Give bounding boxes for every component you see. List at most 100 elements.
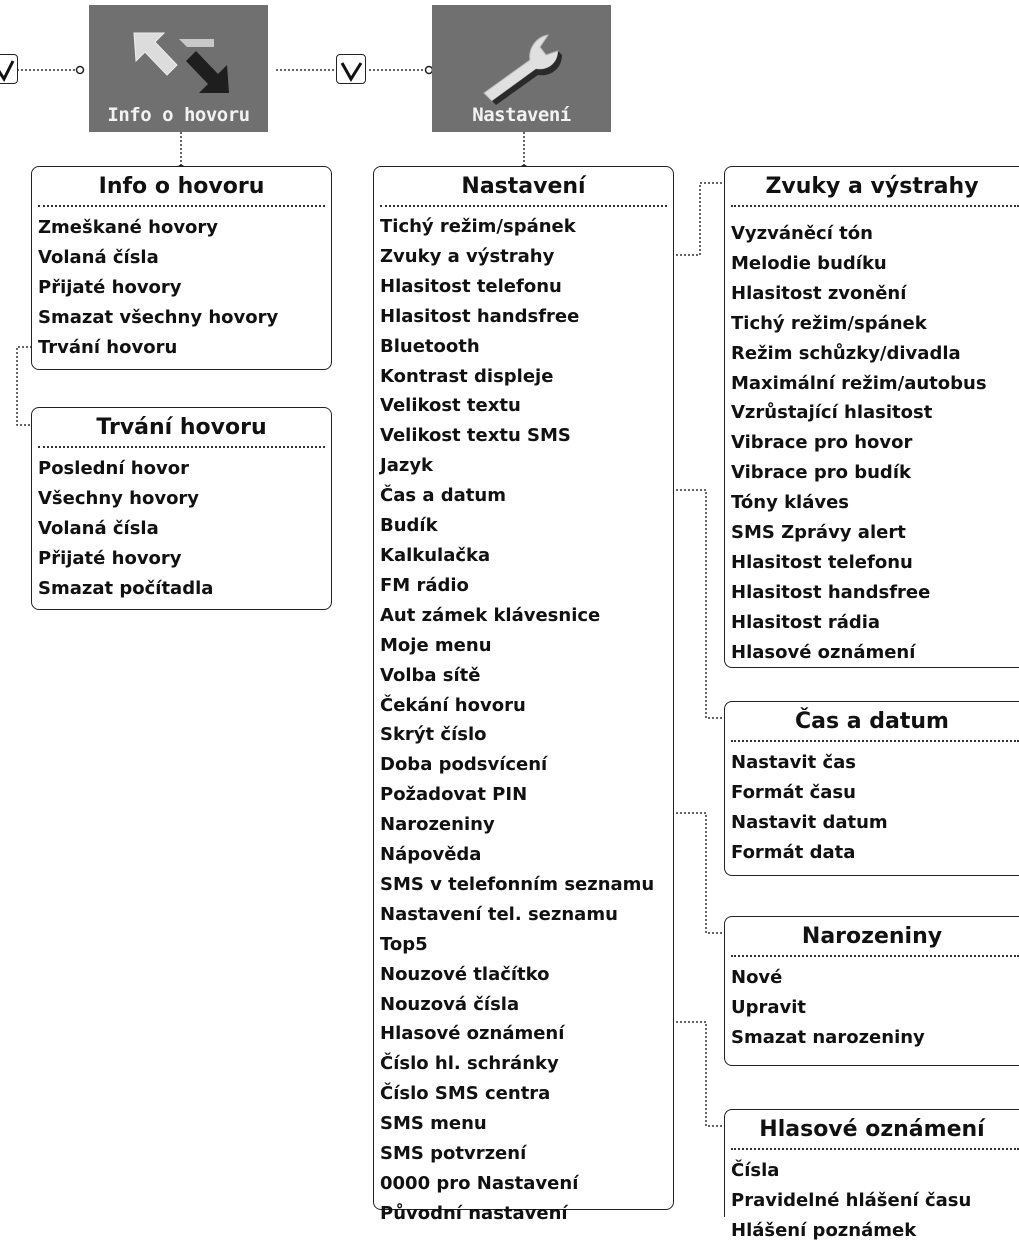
menu-item[interactable]: Melodie budíku <box>731 252 887 274</box>
menu-item[interactable]: Tichý režim/spánek <box>380 216 576 237</box>
menu-item[interactable]: SMS menu <box>380 1113 487 1135</box>
menu-item[interactable]: Vibrace pro budík <box>731 462 911 484</box>
menu-item[interactable]: Kalkulačka <box>380 544 491 566</box>
wrench-icon <box>483 34 562 105</box>
menu-item[interactable]: Skrýt číslo <box>380 724 487 746</box>
menu-item[interactable]: Nouzové tlačítko <box>380 963 550 985</box>
menu-item[interactable]: Požadovat PIN <box>380 784 528 806</box>
menu-item[interactable]: Pravidelné hlášení času <box>731 1189 972 1211</box>
menu-item[interactable]: SMS Zprávy alert <box>731 522 906 544</box>
settings-tile-label: Nastavení <box>472 104 571 126</box>
menu-item[interactable]: Nastavit datum <box>731 811 888 833</box>
menu-item[interactable]: Nové <box>731 967 783 988</box>
menu-item[interactable]: Čekání hovoru <box>380 694 526 716</box>
menu-item[interactable]: Aut zámek klávesnice <box>380 604 601 626</box>
checkmark-icon <box>0 60 15 83</box>
divider <box>38 205 325 207</box>
menu-item[interactable]: Upravit <box>731 996 807 1018</box>
checkmark-icon <box>340 62 363 82</box>
menu-item[interactable]: Čas a datum <box>380 485 506 507</box>
menu-item[interactable]: Hlasitost zvonění <box>731 282 907 304</box>
menu-item[interactable]: Vzrůstající hlasitost <box>731 402 933 424</box>
menu-item[interactable]: Čísla <box>731 1160 780 1181</box>
menu-item[interactable]: Vibrace pro hovor <box>731 432 913 454</box>
menu-item[interactable]: Formát data <box>731 841 856 863</box>
check-box-middle[interactable] <box>336 54 366 84</box>
menu-item[interactable]: Jazyk <box>380 455 434 477</box>
divider <box>731 740 1019 742</box>
menu-item[interactable]: Trvání hovoru <box>38 336 178 358</box>
panel-info-o-hovoru: Info o hovoru Zmeškané hovory Volaná čís… <box>31 166 332 370</box>
menu-item[interactable]: Režim schůzky/divadla <box>731 342 961 364</box>
info-tile[interactable]: Info o hovoru <box>89 5 268 132</box>
menu-item[interactable]: SMS v telefonním seznamu <box>380 873 655 895</box>
menu-item[interactable]: Velikost textu <box>380 395 521 417</box>
menu-item[interactable]: Formát času <box>731 781 856 803</box>
menu-item[interactable]: Zvuky a výstrahy <box>380 245 555 267</box>
menu-item[interactable]: Moje menu <box>380 634 492 656</box>
menu-item[interactable]: Hlasitost handsfree <box>380 305 580 327</box>
menu-item[interactable]: Vyzváněcí tón <box>731 223 873 244</box>
menu-item[interactable]: Číslo SMS centra <box>380 1083 551 1105</box>
menu-item[interactable]: Narozeniny <box>380 814 495 836</box>
panel-cas-a-datum: Čas a datum Nastavit čas Formát času Nas… <box>724 701 1019 876</box>
menu-item[interactable]: Tóny kláves <box>731 492 850 514</box>
menu-item[interactable]: Přijaté hovory <box>38 276 182 298</box>
divider <box>731 205 1019 207</box>
menu-item[interactable]: Smazat počítadla <box>38 577 214 599</box>
menu-item[interactable]: Poslední hovor <box>38 458 189 479</box>
panel-nastaveni: Nastavení Tichý režim/spánek Zvuky a výs… <box>373 166 674 1224</box>
panel-title: Čas a datum <box>795 709 949 734</box>
menu-item[interactable]: Hlasitost handsfree <box>731 581 931 603</box>
panel-title: Narozeniny <box>801 924 943 949</box>
divider <box>38 446 325 448</box>
menu-item[interactable]: Nápověda <box>380 844 482 866</box>
menu-item[interactable]: Volaná čísla <box>38 517 159 539</box>
menu-item[interactable]: Nouzová čísla <box>380 993 520 1015</box>
divider <box>380 205 667 207</box>
menu-item[interactable]: Maximální režim/autobus <box>731 372 987 394</box>
menu-item[interactable]: Hlasitost telefonu <box>380 275 562 297</box>
menu-item[interactable]: Zmeškané hovory <box>38 217 219 238</box>
menu-item[interactable]: Bluetooth <box>380 335 480 357</box>
menu-item[interactable]: Tichý režim/spánek <box>731 312 927 334</box>
menu-item[interactable]: Přijaté hovory <box>38 547 182 569</box>
panel-zvuky-a-vystrahy: Zvuky a výstrahy Vyzváněcí tón Melodie b… <box>724 166 1019 668</box>
menu-item[interactable]: SMS potvrzení <box>380 1143 527 1165</box>
menu-item[interactable]: Hlasové oznámení <box>731 641 916 663</box>
panel-title: Hlasové oznámení <box>759 1117 985 1142</box>
menu-item[interactable]: Budík <box>380 515 438 537</box>
menu-item[interactable]: Smazat všechny hovory <box>38 306 279 328</box>
menu-item[interactable]: Doba podsvícení <box>380 754 548 776</box>
menu-item[interactable]: 0000 pro Nastavení <box>380 1173 579 1194</box>
panel-title: Info o hovoru <box>98 174 265 199</box>
menu-item[interactable]: FM rádio <box>380 574 469 596</box>
panel-title: Trvání hovoru <box>96 415 267 440</box>
menu-item[interactable]: Hlášení poznámek <box>731 1219 917 1241</box>
menu-item[interactable]: Hlasové oznámení <box>380 1023 565 1045</box>
divider <box>731 955 1019 957</box>
info-tile-label: Info o hovoru <box>107 104 250 126</box>
menu-item[interactable]: Smazat narozeniny <box>731 1026 925 1048</box>
menu-item[interactable]: Velikost textu SMS <box>380 425 571 447</box>
menu-item[interactable]: Volaná čísla <box>38 246 159 268</box>
menu-item[interactable]: Původní nastavení <box>380 1202 568 1224</box>
menu-item[interactable]: Nastavení tel. seznamu <box>380 903 618 925</box>
menu-item[interactable]: Nastavit čas <box>731 752 856 773</box>
menu-item[interactable]: Všechny hovory <box>38 487 200 509</box>
menu-item[interactable]: Hlasitost telefonu <box>731 551 913 573</box>
panel-hlasove-oznameni: Hlasové oznámení Čísla Pravidelné hlášen… <box>724 1109 1019 1241</box>
panel-title: Zvuky a výstrahy <box>765 174 979 199</box>
menu-item[interactable]: Top5 <box>380 933 428 955</box>
menu-item[interactable]: Číslo hl. schránky <box>380 1053 559 1075</box>
panel-trvani-hovoru: Trvání hovoru Poslední hovor Všechny hov… <box>31 407 332 610</box>
menu-item[interactable]: Hlasitost rádia <box>731 611 881 633</box>
divider <box>731 1148 1019 1150</box>
menu-item[interactable]: Volba sítě <box>380 664 481 686</box>
menu-item[interactable]: Kontrast displeje <box>380 365 554 387</box>
panel-narozeniny: Narozeniny Nové Upravit Smazat narozenin… <box>724 916 1019 1066</box>
settings-tile[interactable]: Nastavení <box>432 5 611 132</box>
panel-title: Nastavení <box>461 174 586 199</box>
check-box-left[interactable] <box>0 54 18 84</box>
arrows-icon <box>133 32 229 93</box>
